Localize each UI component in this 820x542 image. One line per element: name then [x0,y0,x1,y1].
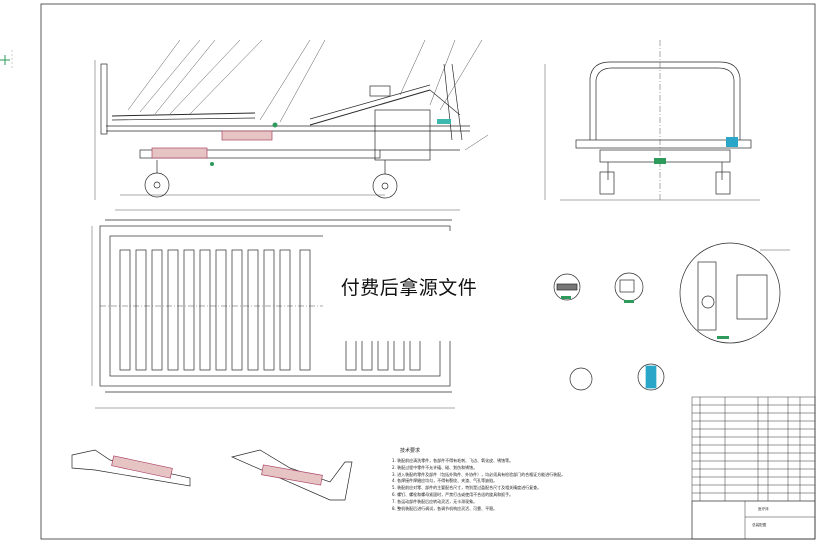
part-sketch-2 [230,449,353,501]
title-block-drawing-no: 总装配图 [752,523,767,527]
notes-title: 技术要求 [400,448,421,454]
note-line: 5. 装配前应对零、部件的主要配合尺寸，特别是过盈配合尺寸及相关精度进行复查。 [392,485,542,491]
note-line: 3. 进入装配的零件及部件（包括外购件、外协件），均必须具有检验部门的合格证方能… [392,471,566,477]
note-line: 6. 螺钉、螺栓和螺母紧固时，严禁打击或使用不合适的旋具和扳手。 [392,491,514,497]
detail-views [553,242,790,391]
note-line: 1. 装配前应清洗零件，各部件不得有毛刺、飞边、氧化皮、锈蚀等。 [392,458,514,463]
side-elevation-view [94,39,489,211]
sheet-border [0,3,816,540]
note-line: 4. 各焊接件焊缝应均匀，不得有裂纹、夹渣、气孔等缺陷。 [392,478,498,484]
title-block [691,396,816,540]
end-view-highlights [654,137,738,164]
watermark-text: 付费后拿源文件 [340,276,478,299]
note-line: 7. 各运动部件装配后应转动灵活，无卡滞现象。 [392,498,478,504]
side-view-highlights [210,119,451,166]
part-sketch-1 [71,449,191,487]
title-block-name: 医疗床 [758,507,769,511]
detail-highlights [561,296,729,339]
note-line: 2. 装配过程中零件不允许磕、碰、划伤和锈蚀。 [392,464,478,470]
end-elevation-view [544,40,760,201]
technical-requirements: 技术要求 1. 装配前应清洗零件，各部件不得有毛刺、飞边、氧化皮、锈蚀等。 2.… [392,447,682,512]
note-line: 8. 整机装配后进行调试，各调节机构应灵活、可靠、平稳。 [392,505,498,511]
watermark-overlay: 付费后拿源文件 [323,231,495,341]
